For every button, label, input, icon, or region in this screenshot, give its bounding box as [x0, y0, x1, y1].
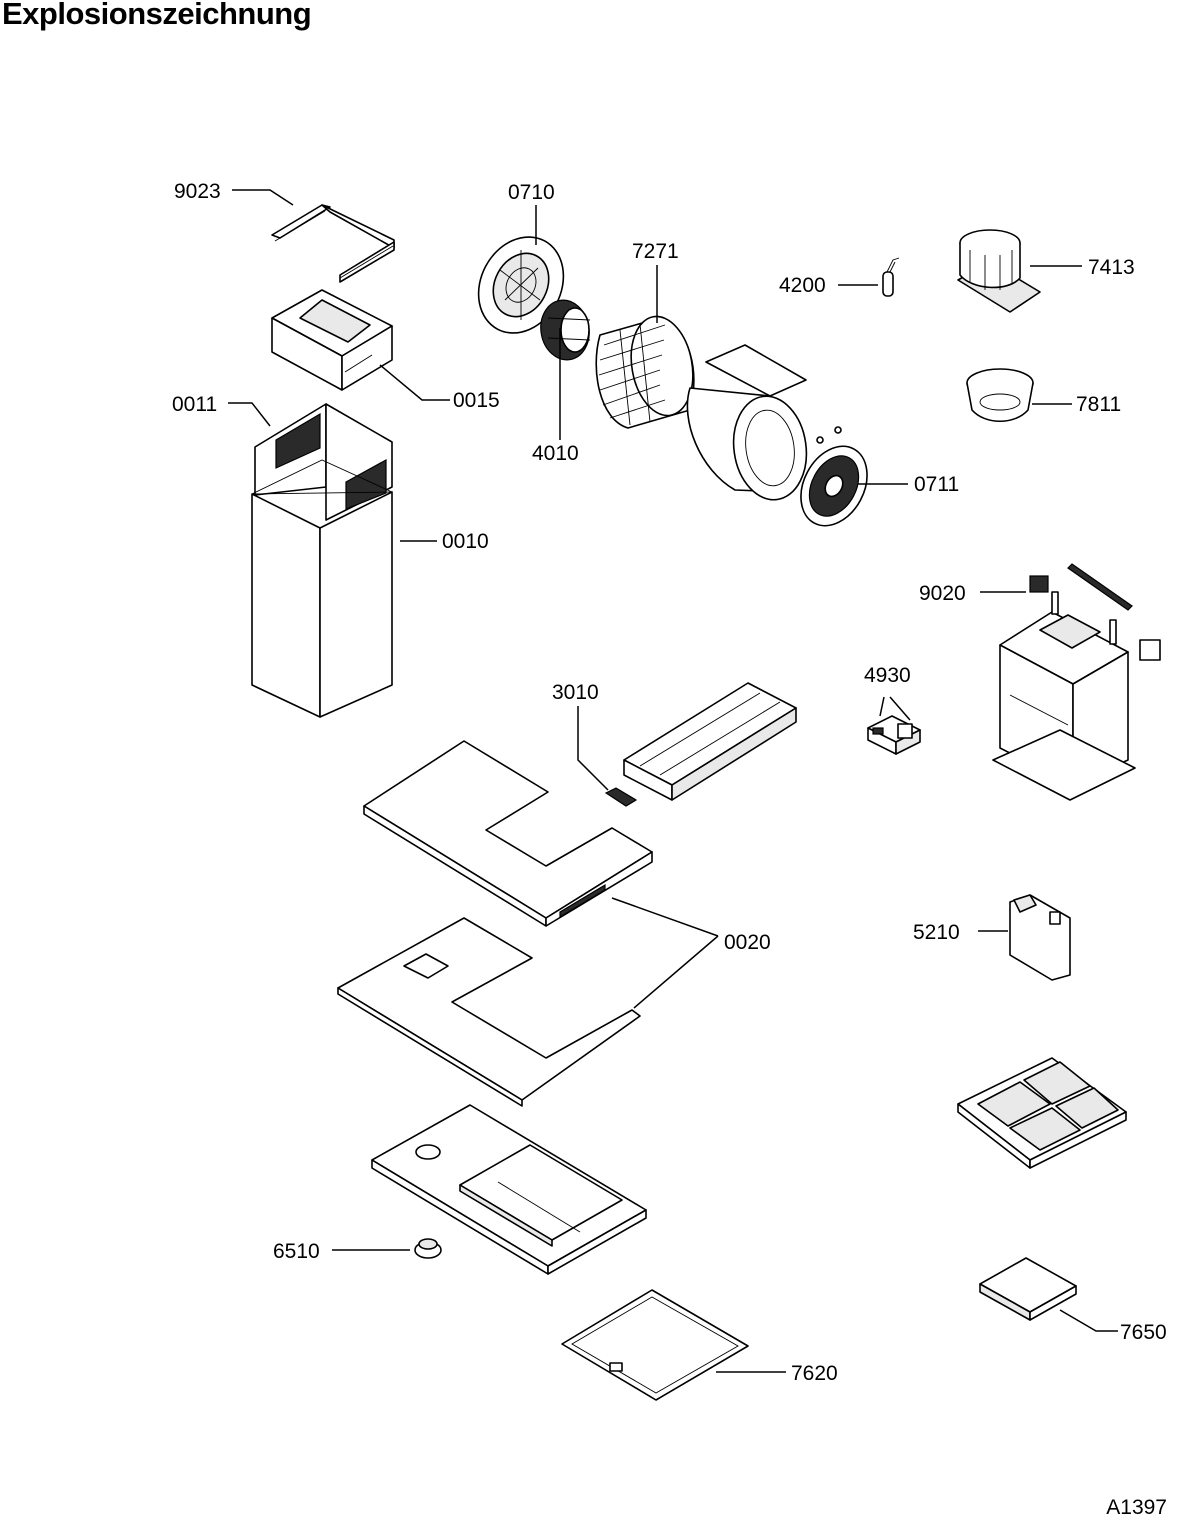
part-0010-lower-chimney[interactable] [251, 459, 393, 718]
page-title: Explosionszeichnung [2, 0, 312, 31]
label-7620: 7620 [791, 1362, 838, 1385]
part-9023-bracket[interactable] [271, 204, 395, 283]
label-7271: 7271 [632, 240, 679, 263]
part-4930-switch[interactable] [867, 715, 921, 755]
label-5210: 5210 [913, 921, 960, 944]
part-hood-chassis[interactable] [371, 1104, 647, 1275]
part-7620-filter[interactable] [561, 1289, 749, 1401]
label-0710: 0710 [508, 181, 555, 204]
label-7413: 7413 [1088, 256, 1135, 279]
part-0011-upper-chimney[interactable] [254, 403, 393, 521]
label-0020: 0020 [724, 931, 771, 954]
part-0015-box[interactable] [271, 289, 393, 391]
part-0711-grille[interactable] [788, 426, 880, 537]
part-light-panel[interactable] [623, 682, 797, 801]
label-9020: 9020 [919, 582, 966, 605]
part-3010-clip[interactable] [604, 787, 638, 807]
part-4010-motor[interactable] [536, 296, 594, 363]
part-6510-knob[interactable] [414, 1238, 442, 1259]
part-7811-ring[interactable] [966, 368, 1034, 422]
part-0020-lower-panel[interactable] [337, 917, 641, 1107]
part-filter-frame[interactable] [957, 1057, 1127, 1169]
leader-lines [228, 189, 1118, 1373]
label-4930: 4930 [864, 664, 911, 687]
drawing-code: A1397 [1106, 1496, 1167, 1519]
label-4010: 4010 [532, 442, 579, 465]
label-3010: 3010 [552, 681, 599, 704]
label-9023: 9023 [174, 180, 221, 203]
part-7271-blower-wheel[interactable] [595, 312, 700, 429]
label-7650: 7650 [1120, 1321, 1167, 1344]
part-4200-capacitor[interactable] [882, 257, 900, 297]
part-0020-upper-panel[interactable] [363, 740, 653, 927]
part-0710-fan-plate[interactable] [462, 222, 580, 348]
label-0711: 0711 [914, 473, 959, 496]
part-5210-bracket[interactable] [1009, 894, 1071, 981]
label-7811: 7811 [1076, 393, 1121, 416]
label-6510: 6510 [273, 1240, 320, 1263]
label-4200: 4200 [779, 274, 826, 297]
part-blower-housing[interactable] [686, 344, 812, 505]
part-labels: 9023 0710 7271 4200 7413 0015 0011 4010 … [172, 180, 1167, 1385]
label-0011: 0011 [172, 393, 217, 416]
part-7650-carbon-filter[interactable] [979, 1257, 1077, 1321]
label-0010: 0010 [442, 530, 489, 553]
part-7413-flange[interactable] [957, 229, 1041, 313]
label-0015: 0015 [453, 389, 500, 412]
part-9020-mount-housing[interactable] [992, 563, 1161, 801]
